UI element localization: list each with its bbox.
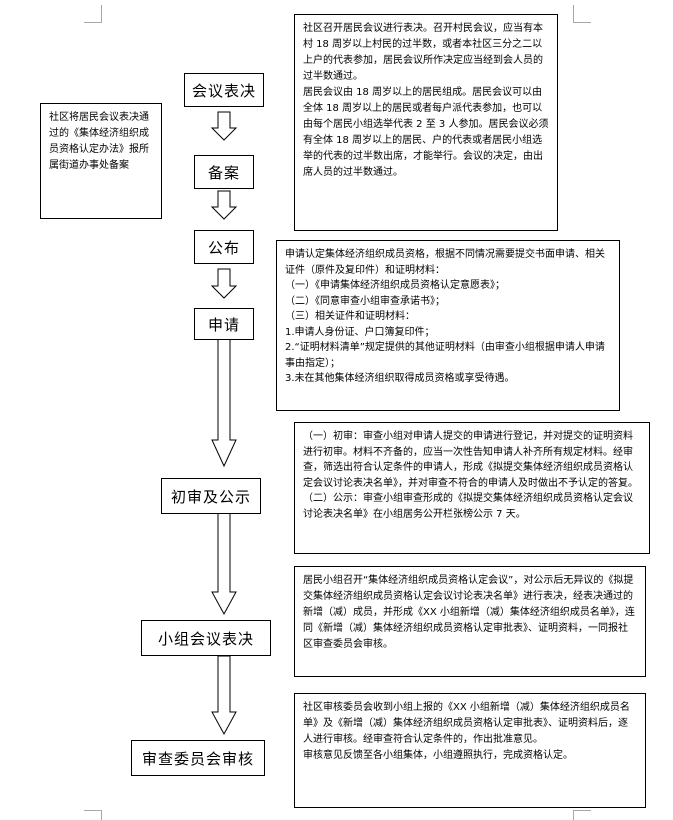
arrow-group-to-committee	[211, 655, 237, 736]
crop-mark-bottom-left-v	[101, 810, 102, 820]
step-publish-label: 公布	[207, 238, 240, 257]
step-vote-label: 会议表决	[191, 81, 256, 100]
crop-mark-top-left-h	[84, 22, 102, 23]
arrow-file-to-publish	[210, 190, 238, 220]
note-review: （一）初审：审查小组对申请人提交的申请进行登记，并对提交的证明资料进行初审。材料…	[294, 422, 650, 554]
crop-mark-top-left-v	[101, 5, 102, 23]
crop-mark-bottom-right-h	[573, 810, 591, 811]
step-publish: 公布	[194, 230, 254, 264]
note-committee: 社区审核委员会收到小组上报的《XX 小组新增（减）集体经济组织成员名单》及《新增…	[294, 693, 646, 808]
note-committee-para-1: 社区审核委员会收到小组上报的《XX 小组新增（减）集体经济组织成员名单》及《新增…	[303, 702, 630, 745]
arrow-vote-to-file	[210, 111, 238, 141]
step-committee: 审查委员会审核	[131, 740, 265, 776]
step-committee-label: 审查委员会审核	[141, 749, 254, 768]
step-apply-label: 申请	[207, 315, 240, 334]
step-apply: 申请	[194, 308, 254, 340]
step-file: 备案	[194, 155, 254, 189]
note-review-para-1: （一）初审：审查小组对申请人提交的申请进行登记，并对提交的证明资料进行初审。材料…	[303, 431, 638, 489]
step-vote: 会议表决	[184, 73, 264, 107]
note-filing-text: 社区将居民会议表决通过的《集体经济组织成员资格认定办法》报所属街道办事处备案	[49, 112, 149, 171]
crop-mark-bottom-left-h	[84, 810, 102, 811]
note-application-line-5: 1.申请人身份证、户口簿复印件；	[285, 326, 435, 338]
step-group: 小组会议表决	[141, 620, 271, 656]
step-review-label: 初审及公示	[170, 487, 251, 506]
crop-mark-top-right-v	[573, 5, 574, 23]
note-application-line-6: 2.“证明材料清单”规定提供的其他证明材料（由审查小组根据申请人申请事由指定）；	[285, 342, 605, 369]
note-application-line-2: （一）《申请集体经济组织成员资格认定意愿表》；	[285, 280, 505, 291]
note-meeting: 社区召开居民会议进行表决。召开村民会议，应当有本村 18 周岁以上村民的过半数，…	[294, 14, 558, 231]
note-application-line-1: 申请认定集体经济组织成员资格，根据不同情况需要提交书面申请、相关证件（原件及复印…	[285, 249, 605, 276]
step-review: 初审及公示	[161, 478, 261, 514]
crop-mark-bottom-right-v	[573, 810, 574, 820]
arrow-apply-to-review	[211, 338, 237, 468]
arrow-review-to-group	[211, 512, 237, 616]
note-meeting-para-1: 社区召开居民会议进行表决。召开村民会议，应当有本村 18 周岁以上村民的过半数，…	[303, 23, 543, 82]
note-group: 居民小组召开“集体经济组织成员资格认定会议”，对公示后无异议的《拟提交集体经济组…	[294, 566, 646, 677]
note-filing: 社区将居民会议表决通过的《集体经济组织成员资格认定办法》报所属街道办事处备案	[40, 103, 162, 219]
note-meeting-para-2: 居民会议由 18 周岁以上的居民组成。居民会议可以由全体 18 周岁以上的居民或…	[303, 87, 549, 178]
note-committee-para-2: 审核意见反馈至各小组集体，小组遵照执行，完成资格认定。	[303, 750, 573, 761]
note-application: 申请认定集体经济组织成员资格，根据不同情况需要提交书面申请、相关证件（原件及复印…	[276, 240, 620, 411]
step-group-label: 小组会议表决	[157, 629, 254, 648]
arrow-publish-to-apply	[210, 268, 238, 299]
note-application-line-7: 3.未在其他集体经济组织取得成员资格或享受待遇。	[285, 373, 515, 384]
note-application-line-4: （三）相关证件和证明材料：	[285, 311, 415, 322]
note-application-line-3: （二）《同意审查小组审查承诺书》；	[285, 295, 445, 307]
note-review-para-2: （二）公示：审查小组审查形成的《拟提交集体经济组织成员资格认定会议讨论表决名单》…	[303, 493, 633, 520]
note-group-text: 居民小组召开“集体经济组织成员资格认定会议”，对公示后无异议的《拟提交集体经济组…	[303, 575, 635, 650]
crop-mark-top-right-h	[573, 22, 591, 23]
step-file-label: 备案	[207, 163, 240, 182]
